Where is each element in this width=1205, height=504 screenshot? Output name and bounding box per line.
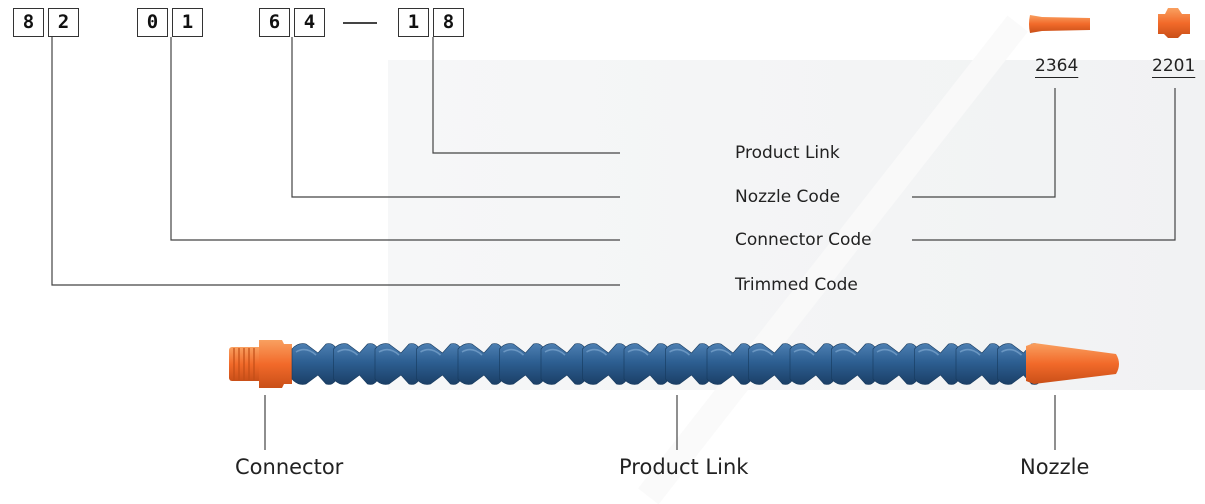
diagram-canvas [51, 8, 1190, 450]
product-link-segment [706, 343, 752, 385]
part-label-connector: Connector [235, 455, 344, 479]
leader-nozzle-code [291, 37, 620, 198]
product-link-highlight [544, 348, 566, 356]
digit-box-3: 0 [137, 8, 168, 37]
digit-box-5: 6 [259, 8, 290, 37]
leader-trimmed-code [51, 37, 620, 286]
nozzle-code-2201: 2201 [1152, 56, 1196, 76]
product-link-highlight [337, 348, 359, 356]
product-link-highlight [710, 348, 732, 356]
hose-product-links [291, 343, 1042, 385]
leader-lines [51, 37, 1176, 450]
product-link-segment [914, 343, 959, 385]
digit-box-2: 2 [48, 8, 79, 37]
digit-box-1: 8 [13, 8, 44, 37]
digit-box-6: 4 [294, 8, 325, 37]
product-link-segment [748, 343, 793, 385]
part-label-product-link: Product Link [619, 455, 749, 479]
product-link-segment [582, 343, 627, 385]
product-link-highlight [669, 348, 691, 356]
product-link-segment [623, 343, 669, 385]
product-link-segment [665, 343, 710, 385]
hose-connector [229, 340, 292, 388]
legend-connector-code: Connector Code [735, 230, 872, 250]
product-link-highlight [586, 348, 608, 356]
legend-trimmed-code: Trimmed Code [735, 275, 858, 295]
product-link-highlight [835, 348, 857, 356]
legend-nozzle-code: Nozzle Code [735, 187, 841, 207]
product-link-highlight [461, 348, 483, 356]
nozzle-2201-thumbnail [1158, 8, 1190, 38]
product-link-segment [333, 343, 378, 385]
product-link-segment [831, 343, 876, 385]
leader-to-2364 [912, 88, 1056, 198]
digit-box-7: 1 [398, 8, 429, 37]
product-link-highlight [793, 348, 815, 356]
hose-nozzle [1026, 343, 1119, 384]
leader-product-link [432, 37, 620, 154]
product-link-highlight [876, 348, 898, 356]
product-link-segment [374, 343, 420, 385]
product-link-highlight [295, 348, 317, 356]
nozzle-2364-thumbnail [1029, 15, 1090, 33]
leader-connector-code [170, 37, 620, 241]
product-link-highlight [752, 348, 774, 356]
part-number-dash [343, 22, 377, 24]
digit-box-4: 1 [172, 8, 203, 37]
product-link-segment [955, 343, 1001, 385]
leader-to-2201 [912, 88, 1176, 241]
product-link-segment [457, 343, 503, 385]
legend-product-link: Product Link [735, 143, 840, 163]
product-link-segment [291, 343, 337, 385]
product-link-segment [499, 343, 544, 385]
product-link-segment [416, 343, 461, 385]
product-link-highlight [378, 348, 400, 356]
product-link-segment [872, 343, 918, 385]
product-link-segment [789, 343, 835, 385]
product-link-highlight [420, 348, 442, 356]
product-link-highlight [627, 348, 649, 356]
background-panel [388, 60, 1205, 390]
product-link-highlight [918, 348, 940, 356]
product-link-segment [540, 343, 586, 385]
product-link-highlight [503, 348, 525, 356]
product-link-highlight [959, 348, 981, 356]
part-label-nozzle: Nozzle [1020, 455, 1090, 479]
product-link-highlight [1001, 348, 1023, 356]
digit-box-8: 8 [433, 8, 464, 37]
nozzle-code-2364: 2364 [1035, 56, 1079, 76]
